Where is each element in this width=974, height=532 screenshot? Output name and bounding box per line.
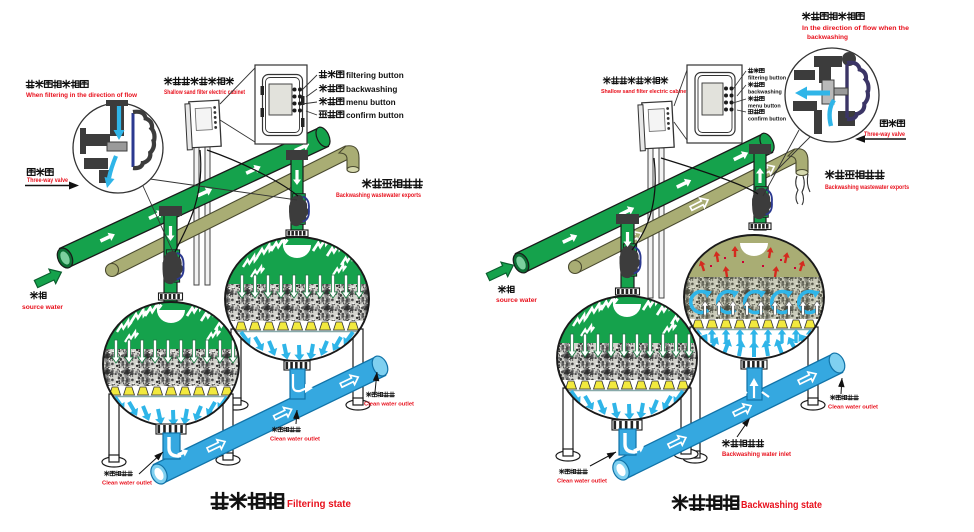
svg-text:confirm button: confirm button xyxy=(346,111,404,120)
svg-text:Clean water outlet: Clean water outlet xyxy=(102,481,152,487)
svg-text:When filtering in the directio: When filtering in the direction of flow xyxy=(26,92,138,99)
svg-text:Clean water outlet: Clean water outlet xyxy=(270,437,320,443)
svg-text:backwashing: backwashing xyxy=(807,34,848,41)
svg-text:filtering button: filtering button xyxy=(748,76,786,82)
svg-text:Clean water outlet: Clean water outlet xyxy=(557,479,607,485)
svg-text:Clean water outlet: Clean water outlet xyxy=(364,402,414,408)
svg-text:Backwashing wastewater exports: Backwashing wastewater exports xyxy=(336,192,421,199)
svg-text:Backwashing water inlet: Backwashing water inlet xyxy=(722,452,791,458)
svg-text:backwashing: backwashing xyxy=(748,90,782,96)
svg-text:menu button: menu button xyxy=(346,98,396,107)
svg-text:filtering button: filtering button xyxy=(346,71,404,80)
svg-text:In the direction of flow when: In the direction of flow when the xyxy=(802,25,909,32)
svg-text:source water: source water xyxy=(496,297,537,304)
svg-text:Backwashing state: Backwashing state xyxy=(741,499,822,511)
svg-text:Backwashing wastewater exports: Backwashing wastewater exports xyxy=(825,184,909,191)
svg-text:Filtering state: Filtering state xyxy=(287,498,351,510)
svg-text:menu button: menu button xyxy=(748,104,781,110)
svg-text:Three-way valve: Three-way valve xyxy=(864,132,906,138)
svg-text:Clean water outlet: Clean water outlet xyxy=(828,405,878,411)
svg-text:Three-way valve: Three-way valve xyxy=(27,177,68,184)
svg-text:Shallow sand filter electric c: Shallow sand filter electric cabinet xyxy=(601,89,688,95)
svg-text:backwashing: backwashing xyxy=(346,85,397,94)
svg-text:Shallow sand filter electric c: Shallow sand filter electric cabinet xyxy=(164,90,245,96)
svg-text:source water: source water xyxy=(22,304,63,311)
svg-text:confirm button: confirm button xyxy=(748,117,786,123)
